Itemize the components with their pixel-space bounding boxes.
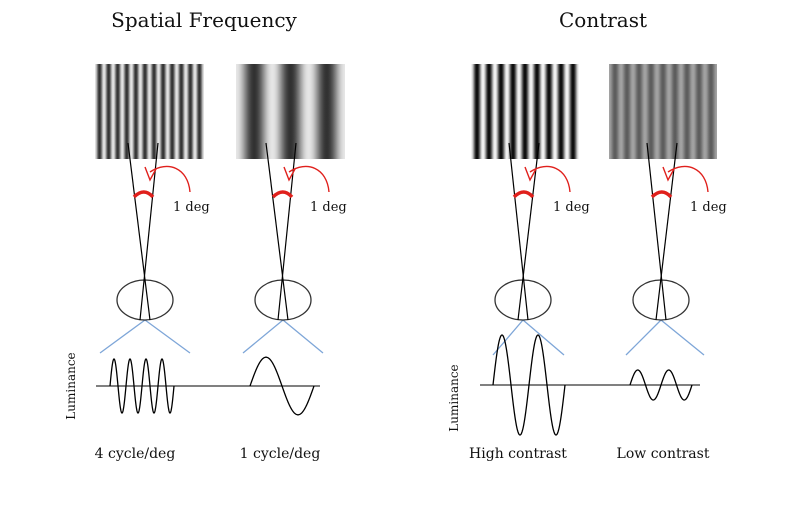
grating-4-cycle <box>95 64 204 159</box>
sight-lines <box>127 142 678 321</box>
angle-markers <box>132 165 709 199</box>
luminance-wave-1-cycle <box>249 356 315 416</box>
caption-high-contrast: High contrast <box>469 446 567 462</box>
luminance-axis-label-right: Luminance <box>447 364 461 431</box>
caption-1-cycle: 1 cycle/deg <box>240 446 321 462</box>
luminance-wave-4-cycle <box>109 358 175 414</box>
angle-label-2: 1 deg <box>310 200 347 215</box>
eye-circle-4 <box>632 279 690 321</box>
eye-circle-3 <box>494 279 552 321</box>
eyes <box>116 279 690 321</box>
view-lines <box>99 319 705 356</box>
luminance-axes <box>96 384 700 387</box>
luminance-waves <box>109 334 693 436</box>
spatial-frequency-title: Spatial Frequency <box>111 8 297 32</box>
angle-label-1: 1 deg <box>173 200 210 215</box>
caption-4-cycle: 4 cycle/deg <box>95 446 176 462</box>
grating-1-cycle <box>236 64 345 159</box>
eye-circle-2 <box>254 279 312 321</box>
luminance-wave-high-contrast <box>492 334 566 436</box>
angle-label-4: 1 deg <box>690 200 727 215</box>
contrast-title: Contrast <box>559 8 647 32</box>
grating-low-contrast <box>609 64 717 159</box>
luminance-wave-low-contrast <box>629 369 693 401</box>
angle-label-3: 1 deg <box>553 200 590 215</box>
caption-low-contrast: Low contrast <box>617 446 710 462</box>
luminance-axis-label-left: Luminance <box>64 352 78 419</box>
grating-high-contrast <box>471 64 579 159</box>
eye-circle-1 <box>116 279 174 321</box>
